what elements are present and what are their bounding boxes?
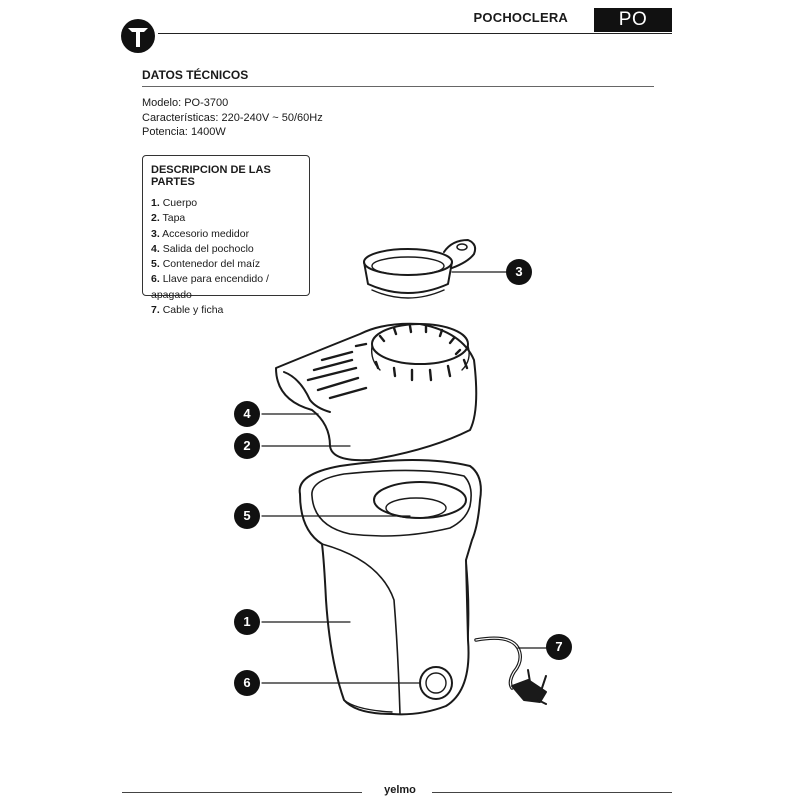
spec-characteristics: Características: 220-240V ~ 50/60Hz [142, 111, 323, 124]
footer-brand: yelmo [384, 784, 416, 796]
callout-2: 2 [234, 433, 260, 459]
part-item: 4. Salida del pochoclo [151, 242, 254, 255]
brand-logo-icon [121, 19, 155, 53]
callout-7: 7 [546, 634, 572, 660]
model-badge: PO 3700 [594, 8, 672, 54]
power-switch [419, 666, 453, 700]
technical-specs: Modelo: PO-3700 Características: 220-240… [142, 96, 323, 140]
section-rule [142, 86, 654, 87]
spec-model: Modelo: PO-3700 [142, 97, 229, 109]
callout-3: 3 [506, 259, 532, 285]
callout-1: 1 [234, 609, 260, 635]
part-item: 1. Cuerpo [151, 197, 198, 209]
technical-section-title: DATOS TÉCNICOS [142, 68, 249, 82]
body [298, 459, 482, 716]
part-item: 6. Llave para encendido / apagado [151, 273, 269, 301]
footer-rule-left [122, 792, 362, 793]
product-name: POCHOCLERA [473, 10, 568, 25]
callout-4: 4 [234, 401, 260, 427]
callout-5: 5 [234, 503, 260, 529]
footer-rule-right [432, 792, 672, 793]
parts-list: 1. Cuerpo 2. Tapa 3. Accesorio medidor 4… [151, 196, 301, 318]
cable-and-plug [474, 636, 547, 705]
callout-6: 6 [234, 670, 260, 696]
measuring-cup [363, 239, 477, 299]
part-item: 3. Accesorio medidor [151, 227, 250, 240]
lid [275, 322, 478, 462]
part-item: 7. Cable y ficha [151, 304, 224, 317]
part-item: 5. Contenedor del maíz [151, 258, 261, 271]
spec-power: Potencia: 1400W [142, 126, 226, 138]
parts-description-box: DESCRIPCION DE LAS PARTES 1. Cuerpo 2. T… [142, 155, 310, 316]
parts-title: DESCRIPCION DE LAS PARTES [151, 164, 271, 188]
part-item: 2. Tapa [151, 212, 186, 225]
header-rule [158, 33, 672, 34]
